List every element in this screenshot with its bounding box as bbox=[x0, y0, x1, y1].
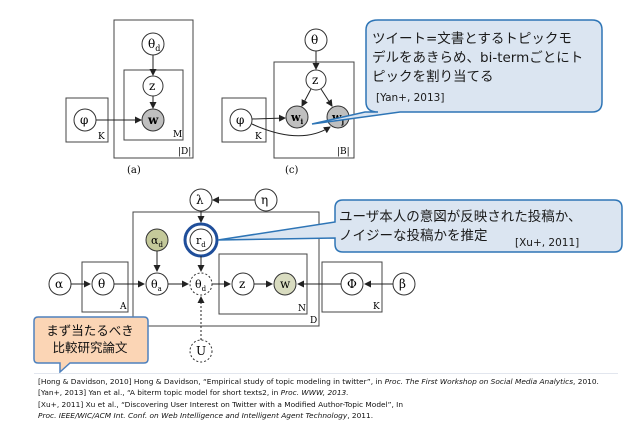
label-phi: φ bbox=[236, 113, 244, 127]
plate-label-N: N bbox=[298, 304, 306, 314]
model-bottom: λ η α θ αd rd θa θd z w Φ β U A N D K bbox=[48, 188, 416, 363]
label-r-d: rd bbox=[196, 234, 206, 249]
callout-mid-text: ユーザ本人の意図が反映された投稿か、 ノイジーな投稿かを推定 [Xu+, 201… bbox=[339, 208, 617, 249]
label-line: まず当たるべき bbox=[46, 323, 134, 338]
node-w bbox=[273, 272, 297, 296]
plate-A bbox=[81, 261, 129, 313]
model-a: θd z w φ K M |D| (a) bbox=[65, 19, 194, 176]
callout-top-line: ツイート=文書とするトピックモ bbox=[372, 31, 572, 47]
model-c: θ z wi wj φ K |B| (c) bbox=[221, 28, 355, 176]
label-eta: η bbox=[261, 193, 268, 207]
callout-top-line: デルをあきらめ、bi-termごとにト bbox=[372, 50, 584, 66]
node-w bbox=[141, 108, 165, 132]
callout-top-line: ピックを割り当てる bbox=[372, 69, 494, 85]
callout-mid-line: ユーザ本人の意図が反映された投稿か、 bbox=[339, 209, 582, 225]
caption-a: (a) bbox=[127, 165, 141, 176]
node-U bbox=[189, 339, 213, 363]
caption-c: (c) bbox=[285, 165, 299, 176]
label-wj: wj bbox=[331, 111, 344, 126]
plate-label-K: K bbox=[255, 132, 262, 142]
label-alpha: α bbox=[55, 277, 63, 291]
node-wi bbox=[285, 105, 309, 129]
label-theta-d: θd bbox=[195, 278, 207, 293]
label-w: w bbox=[280, 277, 291, 291]
label-theta: θ bbox=[311, 33, 318, 47]
plate-K bbox=[321, 261, 383, 313]
callout-mid-citation: [Xu+, 2011] bbox=[515, 237, 580, 249]
edge-z-wj bbox=[320, 88, 333, 107]
label-alpha-d: αd bbox=[151, 234, 163, 249]
plate-D bbox=[132, 211, 320, 327]
label-phi: φ bbox=[80, 113, 88, 127]
node-z bbox=[305, 69, 327, 91]
plate-label-B: |B| bbox=[337, 147, 350, 157]
callout-top-text: ツイート=文書とするトピックモ デルをあきらめ、bi-termごとにト ピックを… bbox=[372, 30, 604, 108]
plate-label-M: M bbox=[173, 130, 182, 140]
reference-item: Proc. IEEE/WIC/ACM Int. Conf. on Web Int… bbox=[38, 411, 374, 421]
node-r-d bbox=[189, 228, 213, 252]
comparison-papers-label: まず当たるべき 比較研究論文 bbox=[34, 315, 146, 363]
label-z: z bbox=[312, 73, 318, 87]
plate-label-D: |D| bbox=[178, 147, 191, 157]
callout-mid-shape bbox=[217, 199, 623, 253]
reference-item: [Yan+, 2013] Yan et al., “A biterm topic… bbox=[38, 388, 349, 398]
node-phi bbox=[229, 108, 253, 132]
label-lambda: λ bbox=[196, 193, 204, 207]
plate-label-K: K bbox=[373, 302, 380, 312]
label-theta-a: θa bbox=[151, 278, 162, 293]
label-Phi: Φ bbox=[347, 277, 357, 291]
plate-label-K: K bbox=[98, 132, 105, 142]
edge-z-wi bbox=[301, 88, 312, 107]
label-theta: θ bbox=[98, 277, 105, 291]
reference-item: [Hong & Davidson, 2010] Hong & Davidson,… bbox=[38, 377, 599, 386]
reference-item: [Xu+, 2011] Xu et al., “Discovering User… bbox=[38, 399, 404, 409]
label-w: w bbox=[147, 113, 159, 127]
callout-mid-line: ノイジーな投稿かを推定 bbox=[339, 228, 488, 244]
label-z: z bbox=[239, 277, 245, 291]
plate-label-D: D bbox=[310, 316, 317, 326]
label-box-shape bbox=[33, 316, 149, 374]
plate-K bbox=[221, 97, 267, 143]
edge-phi-wi bbox=[251, 114, 286, 122]
plate-B bbox=[273, 61, 355, 159]
plate-label-A: A bbox=[119, 302, 127, 312]
label-wi: wi bbox=[290, 111, 303, 126]
label-beta: β bbox=[399, 277, 406, 291]
label-theta-d: θd bbox=[148, 37, 160, 53]
label-U: U bbox=[196, 344, 206, 358]
label-z: z bbox=[149, 79, 155, 93]
edge-phi-wj bbox=[251, 123, 331, 137]
callout-top-shape bbox=[311, 19, 603, 125]
plate-D bbox=[113, 19, 194, 159]
label-line: 比較研究論文 bbox=[52, 340, 128, 355]
callout-top-citation: [Yan+, 2013] bbox=[376, 92, 445, 104]
references-list: [Hong & Davidson, 2010] Hong & Davidson,… bbox=[34, 373, 618, 438]
